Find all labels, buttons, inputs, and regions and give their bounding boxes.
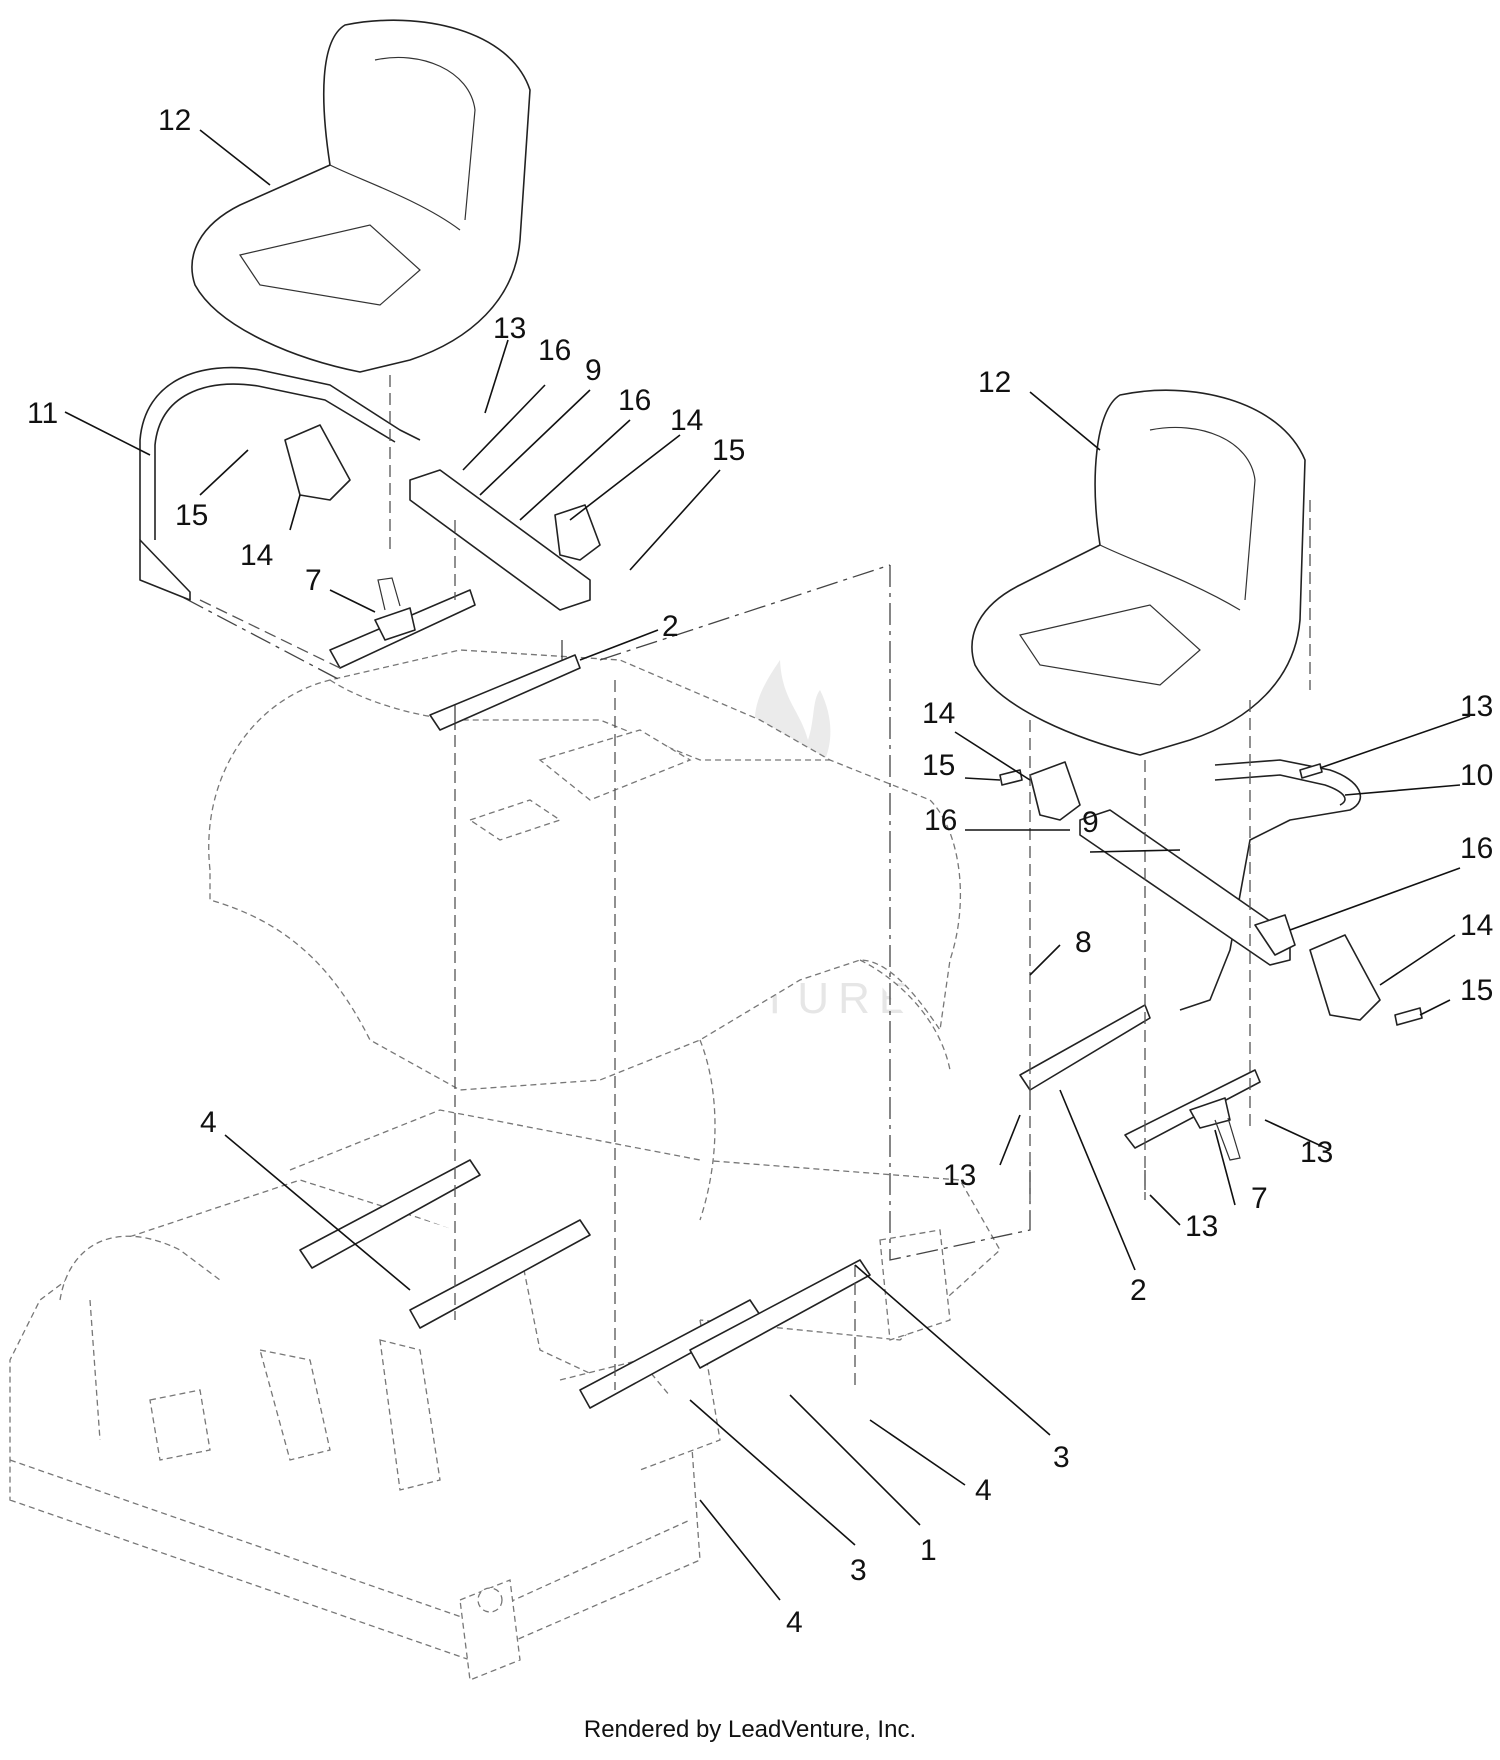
callout-3: 3 <box>1053 1441 1070 1474</box>
seat-left <box>191 19 531 373</box>
callout-12: 12 <box>158 104 191 137</box>
callout-4: 4 <box>200 1106 217 1139</box>
callout-16: 16 <box>538 334 571 367</box>
callout-13: 13 <box>1300 1136 1333 1169</box>
callout-4: 4 <box>786 1606 803 1639</box>
alignment-lines <box>199 375 1311 1390</box>
callout-11: 11 <box>27 397 58 430</box>
callout-7: 7 <box>1251 1182 1268 1215</box>
left-seat-hardware <box>139 366 601 731</box>
callout-16: 16 <box>924 804 957 837</box>
callout-15: 15 <box>175 499 208 532</box>
assembly-boundary-2 <box>149 564 891 681</box>
callout-12: 12 <box>978 366 1011 399</box>
callout-15: 15 <box>712 434 745 467</box>
callout-13: 13 <box>1460 690 1493 723</box>
callout-14: 14 <box>240 539 273 572</box>
callout-1: 1 <box>920 1534 937 1567</box>
callout-13: 13 <box>493 312 526 345</box>
callout-15: 15 <box>1460 974 1493 1007</box>
callout-14: 14 <box>922 697 955 730</box>
frame-chassis <box>9 1109 1001 1681</box>
callout-4: 4 <box>975 1474 992 1507</box>
right-seat-hardware <box>999 759 1423 1190</box>
callout-2: 2 <box>662 610 679 643</box>
callout-13: 13 <box>943 1159 976 1192</box>
callout-16: 16 <box>618 384 651 417</box>
seat-right <box>971 389 1306 756</box>
callout-7: 7 <box>305 564 322 597</box>
assembly-boundary <box>889 565 1031 1261</box>
hood-cowl <box>208 649 962 1221</box>
callout-9: 9 <box>1082 806 1099 839</box>
footer-credit: Rendered by LeadVenture, Inc. <box>583 1716 917 1743</box>
callout-2: 2 <box>1130 1274 1147 1307</box>
leader-lines <box>64 129 1471 1601</box>
callout-16: 16 <box>1460 832 1493 865</box>
callout-13: 13 <box>1185 1210 1218 1243</box>
callouts: 12 11 15 14 7 13 16 9 16 14 15 2 12 14 1… <box>27 104 1493 1639</box>
callout-14: 14 <box>1460 909 1493 942</box>
callout-3: 3 <box>850 1554 867 1587</box>
callout-14: 14 <box>670 404 703 437</box>
callout-10: 10 <box>1460 759 1493 792</box>
callout-15: 15 <box>922 749 955 782</box>
callout-9: 9 <box>585 354 602 387</box>
callout-8: 8 <box>1075 926 1092 959</box>
